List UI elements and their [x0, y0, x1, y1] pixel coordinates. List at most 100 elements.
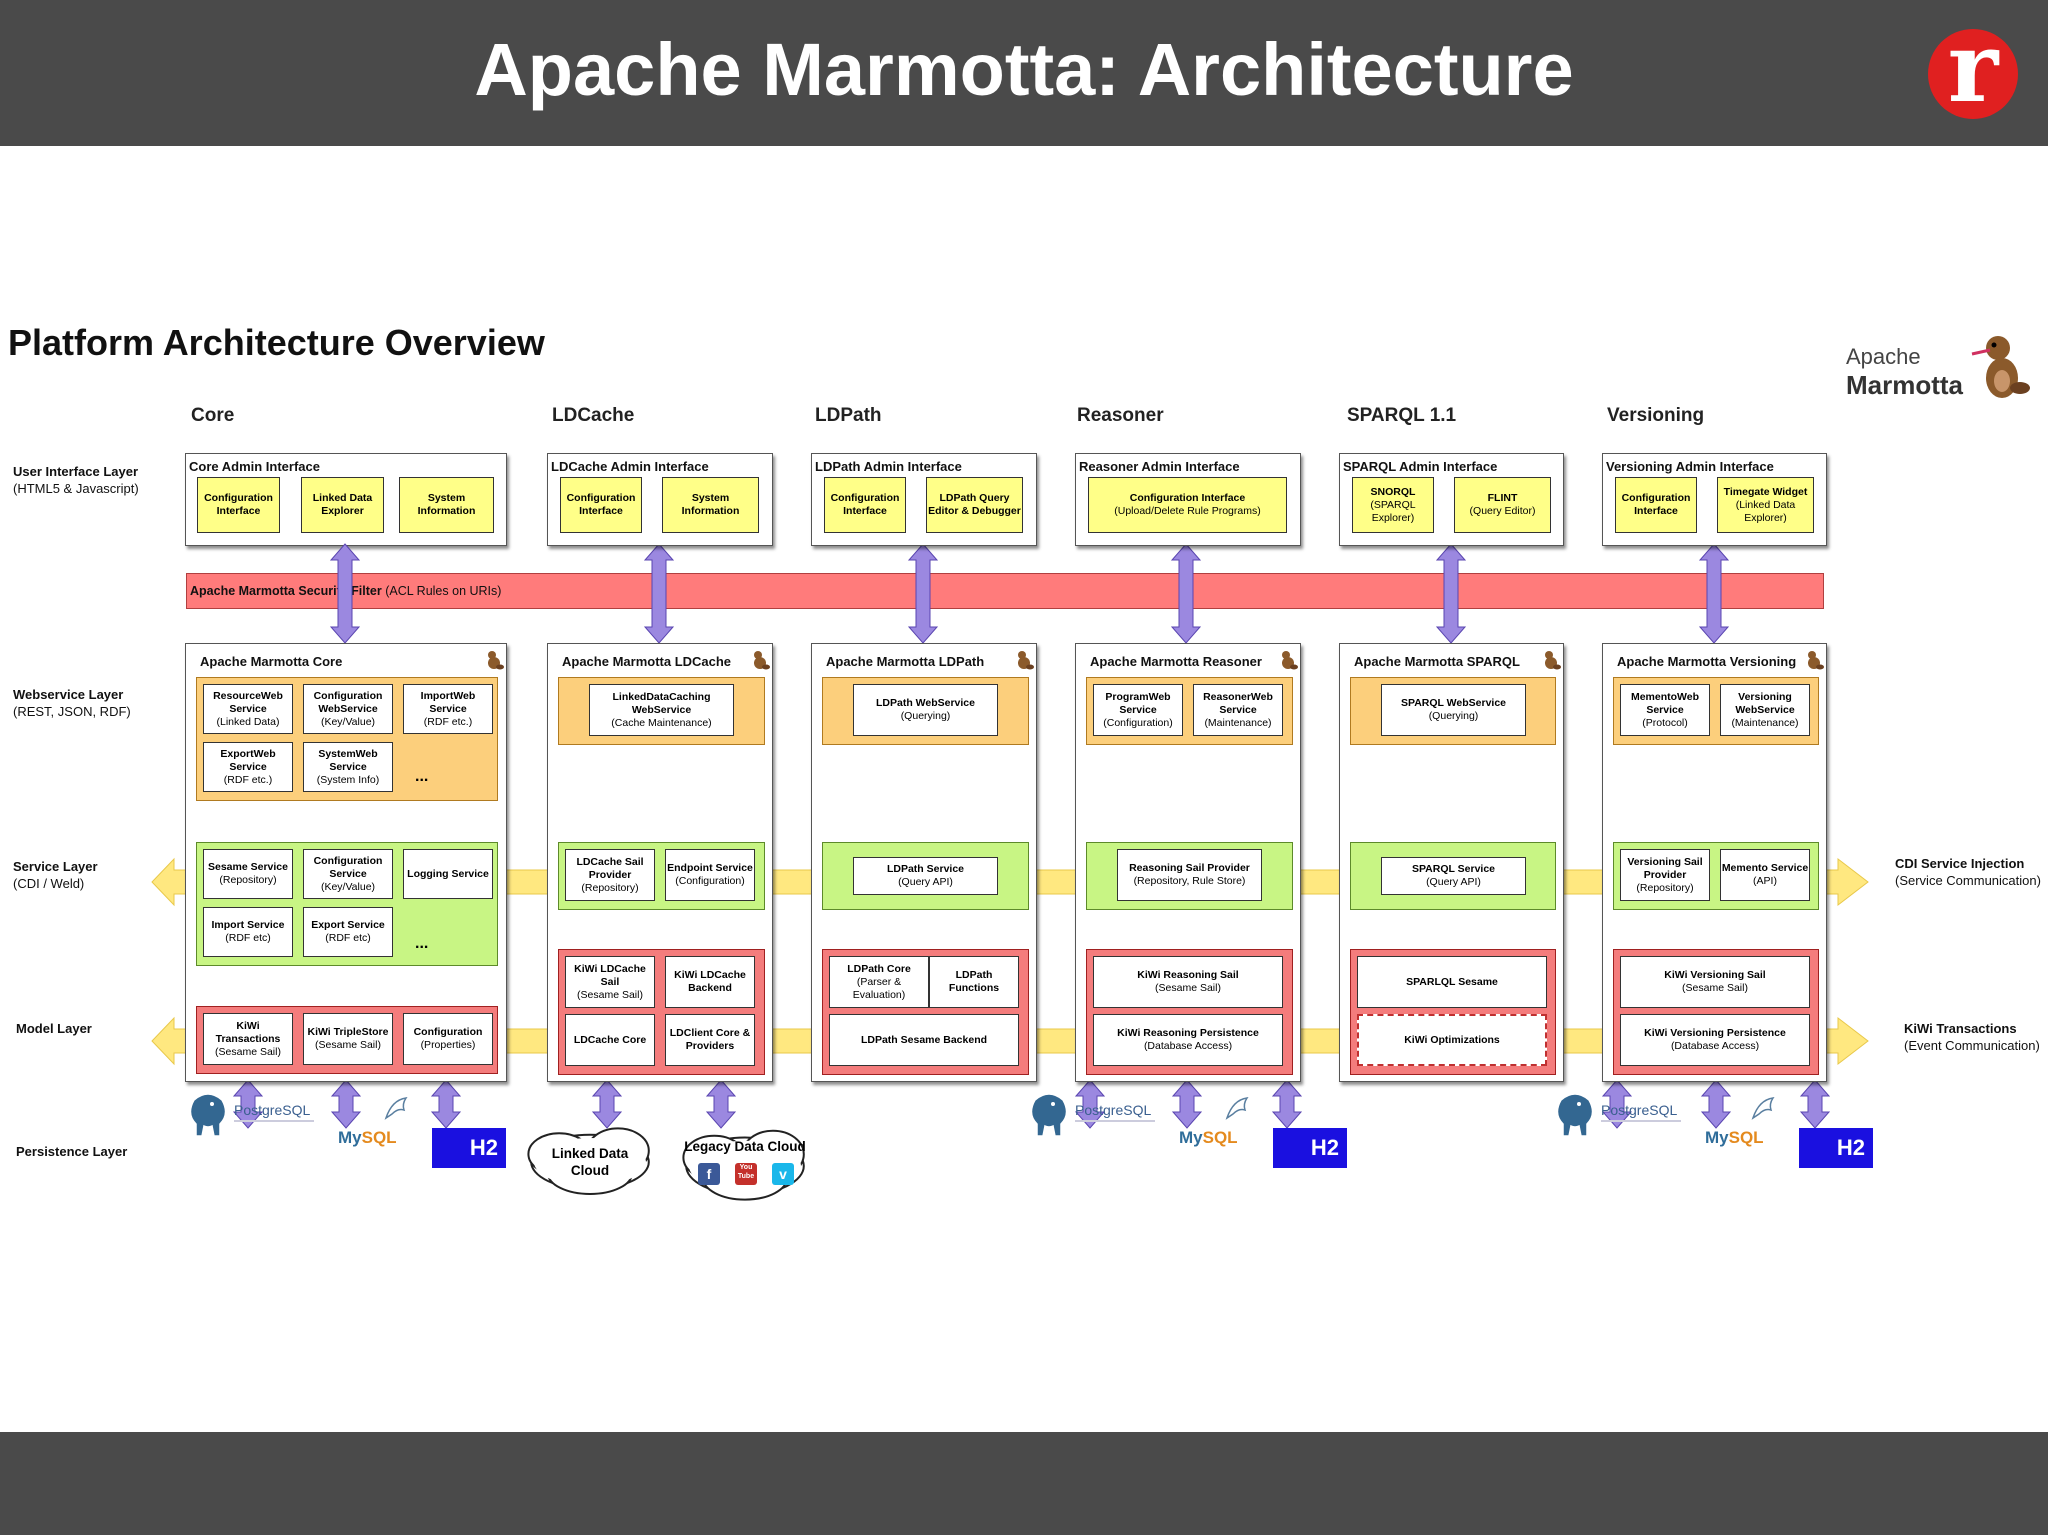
box-subtitle: (Maintenance) [1731, 716, 1799, 729]
ui-ldpath-box-1[interactable]: LDPath Query Editor & Debugger [926, 477, 1023, 533]
box-subtitle: (Sesame Sail) [1155, 982, 1221, 994]
mysql-logo: MySQL [1179, 1128, 1238, 1148]
postgresql-tagline [1075, 1120, 1155, 1122]
ui-sparql-box-1[interactable]: FLINT(Query Editor) [1454, 477, 1551, 533]
sparql-model-box-0[interactable]: SPARLQL Sesame [1357, 956, 1547, 1008]
box-name: KiWi Reasoning Sail [1137, 969, 1239, 981]
reasoner-ws-box-1[interactable]: ReasonerWeb Service(Maintenance) [1193, 684, 1283, 736]
layer-label-webservice: Webservice Layer(REST, JSON, RDF) [13, 687, 131, 719]
ui-sparql-box-0[interactable]: SNORQL(SPARQL Explorer) [1352, 477, 1434, 533]
slide-title: Apache Marmotta: Architecture [474, 28, 1574, 111]
ui-reasoner-box-0[interactable]: Configuration Interface(Upload/Delete Ru… [1088, 477, 1287, 533]
box-subtitle: (Querying) [900, 710, 951, 722]
core-svc-box-3[interactable]: Import Service(RDF etc) [203, 907, 293, 957]
versioning-svc-box-1[interactable]: Memento Service(API) [1720, 849, 1810, 901]
box-name: Reasoning Sail Provider [1129, 862, 1250, 874]
versioning-svc-box-0[interactable]: Versioning Sail Provider(Repository) [1620, 849, 1710, 901]
ui-ldcache-box-1[interactable]: System Information [662, 477, 759, 533]
ui-ldcache-box-0[interactable]: Configuration Interface [560, 477, 642, 533]
module-title: Apache Marmotta SPARQL [1354, 654, 1520, 669]
reasoner-model-box-0[interactable]: KiWi Reasoning Sail(Sesame Sail) [1093, 956, 1283, 1008]
mysql-logo: MySQL [1705, 1128, 1764, 1148]
core-ws-box-3[interactable]: ExportWeb Service(RDF etc.) [203, 742, 293, 792]
core-ws-box-4[interactable]: SystemWeb Service(System Info) [303, 742, 393, 792]
mysql-my: My [1179, 1128, 1203, 1147]
versioning-model-box-0[interactable]: KiWi Versioning Sail(Sesame Sail) [1620, 956, 1810, 1008]
ui-panel-title: SPARQL Admin Interface [1343, 459, 1498, 474]
reasoner-model-box-1[interactable]: KiWi Reasoning Persistence(Database Acce… [1093, 1014, 1283, 1066]
core-svc-box-4[interactable]: Export Service(RDF etc) [303, 907, 393, 957]
title-bar [0, 0, 2048, 146]
ldpath-model-box-2[interactable]: LDPath Sesame Backend [829, 1014, 1019, 1066]
box-subtitle: (Repository) [219, 874, 277, 886]
ldpath-model-box-1[interactable]: LDPath Functions [929, 956, 1019, 1008]
box-subtitle: (Upload/Delete Rule Programs) [1114, 505, 1261, 517]
box-name: ReasonerWeb Service [1203, 690, 1273, 716]
box-name: LDClient Core & Providers [669, 1027, 751, 1052]
box-subtitle: (Sesame Sail) [1682, 982, 1748, 994]
versioning-model-box-1[interactable]: KiWi Versioning Persistence(Database Acc… [1620, 1014, 1810, 1066]
ldcache-svc-box-1[interactable]: Endpoint Service(Configuration) [665, 849, 755, 901]
ldcache-ws-group: LinkedDataCaching WebService(Cache Maint… [558, 677, 765, 745]
core-ws-box-0[interactable]: ResourceWeb Service(Linked Data) [203, 684, 293, 734]
box-subtitle: (RDF etc) [325, 932, 371, 944]
marmot-icon [1545, 651, 1561, 670]
ldcache-model-box-2[interactable]: LDCache Core [565, 1014, 655, 1066]
sparql-ws-box-0[interactable]: SPARQL WebService(Querying) [1381, 684, 1526, 736]
ui-core-config-box[interactable]: Configuration Interface [197, 477, 280, 533]
box-subtitle: (Querying) [1428, 710, 1479, 722]
core-ws-box-1[interactable]: Configuration WebService(Key/Value) [303, 684, 393, 734]
box-subtitle: (Linked Data) [216, 715, 280, 728]
ldcache-model-box-0[interactable]: KiWi LDCache Sail(Sesame Sail) [565, 956, 655, 1008]
ui-versioning-box-0[interactable]: Configuration Interface [1615, 477, 1697, 533]
reasoner-ws-group: ProgramWeb Service(Configuration)Reasone… [1086, 677, 1293, 745]
ui-core-explorer-box[interactable]: Linked Data Explorer [301, 477, 384, 533]
core-model-box-2[interactable]: Configuration(Properties) [403, 1013, 493, 1065]
sparql-model-box-1[interactable]: KiWi Optimizations [1357, 1014, 1547, 1066]
reasoner-svc-box-0[interactable]: Reasoning Sail Provider(Repository, Rule… [1117, 849, 1262, 901]
layer-label-persistence: Persistence Layer [16, 1144, 128, 1159]
box-name: FLINT [1487, 492, 1518, 504]
ui-ldpath-box-0[interactable]: Configuration Interface [824, 477, 906, 533]
module-title: Apache Marmotta LDPath [826, 654, 985, 669]
layer-label-service: Service Layer(CDI / Weld) [13, 859, 98, 891]
core-model-box-0[interactable]: KiWi Transactions(Sesame Sail) [203, 1013, 293, 1065]
reasoner-ws-box-0[interactable]: ProgramWeb Service(Configuration) [1093, 684, 1183, 736]
postgresql-tagline [234, 1120, 314, 1122]
sparql-svc-box-0[interactable]: SPARQL Service(Query API) [1381, 857, 1526, 895]
postgresql-logo: PostgreSQL [1027, 1090, 1162, 1142]
ldcache-svc-box-0[interactable]: LDCache Sail Provider(Repository) [565, 849, 655, 901]
box-subtitle: (Key/Value) [320, 715, 376, 728]
versioning-ws-box-0[interactable]: MementoWeb Service(Protocol) [1620, 684, 1710, 736]
box-subtitle: (Maintenance) [1204, 716, 1272, 729]
core-svc-box-1[interactable]: Configuration Service(Key/Value) [303, 849, 393, 899]
ldpath-ws-box-0[interactable]: LDPath WebService(Querying) [853, 684, 998, 736]
core-svc-box-2[interactable]: Logging Service [403, 849, 493, 899]
ldcache-model-box-1[interactable]: KiWi LDCache Backend [665, 956, 755, 1008]
ldcache-model-box-3[interactable]: LDClient Core & Providers [665, 1014, 755, 1066]
box-name: LDPath Sesame Backend [860, 1033, 988, 1046]
box-name: Versioning Sail Provider [1627, 855, 1703, 881]
ui-versioning-box-1[interactable]: Timegate Widget(Linked Data Explorer) [1717, 477, 1814, 533]
core-svc-box-0[interactable]: Sesame Service(Repository) [203, 849, 293, 899]
facebook-icon: f [698, 1163, 720, 1185]
ui-panel-core: Core Admin Interface Configuration Inter… [185, 453, 507, 546]
box-subtitle: (Query API) [898, 876, 953, 888]
security-filter-bar [186, 573, 1824, 609]
marmot-icon [754, 651, 770, 670]
box-name: LDPath Functions [948, 969, 1000, 994]
column-label-reasoner: Reasoner [1077, 405, 1164, 426]
versioning-ws-box-1[interactable]: Versioning WebService(Maintenance) [1720, 684, 1810, 736]
box-name: Configuration Interface [830, 492, 900, 517]
ldpath-svc-box-0[interactable]: LDPath Service(Query API) [853, 857, 998, 895]
ldcache-ws-box-0[interactable]: LinkedDataCaching WebService(Cache Maint… [589, 684, 734, 736]
core-model-box-1[interactable]: KiWi TripleStore(Sesame Sail) [303, 1013, 393, 1065]
ui-core-sysinfo-box[interactable]: System Information [399, 477, 494, 533]
mysql-sql: SQL [1728, 1128, 1764, 1147]
core-ws-box-2[interactable]: ImportWeb Service(RDF etc.) [403, 684, 493, 734]
box-name: Configuration Interface [1129, 492, 1246, 504]
ldpath-model-box-0[interactable]: LDPath Core(Parser & Evaluation) [829, 956, 929, 1008]
box-subtitle: (Query API) [1426, 876, 1481, 888]
